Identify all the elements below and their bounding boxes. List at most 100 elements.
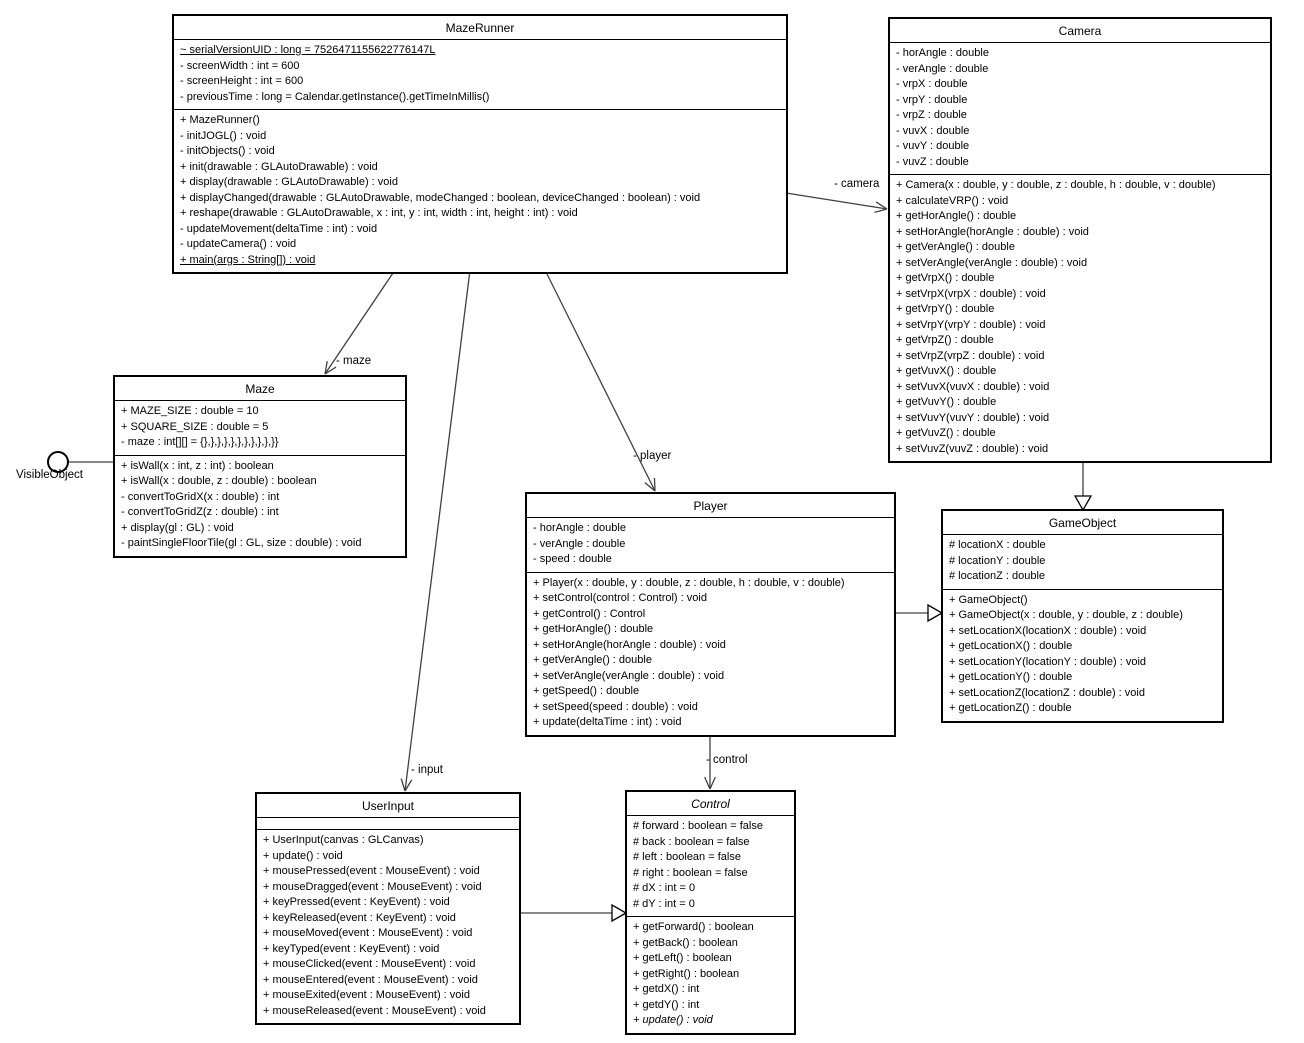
- attributes-compartment: # locationX : double# locationY : double…: [943, 535, 1222, 590]
- member-row: + MazeRunner(): [180, 114, 260, 126]
- edge-mazerunner-to-player: [544, 269, 656, 492]
- member-row: + setVuvY(vuvY : double) : void: [896, 411, 1050, 424]
- attributes-compartment: ~ serialVersionUID : long = 752647115562…: [174, 40, 786, 110]
- member-row: + update() : void: [263, 849, 343, 862]
- member-row: + getVuvY() : double: [896, 396, 997, 408]
- class-maze: Maze + MAZE_SIZE : double = 10+ SQUARE_S…: [113, 375, 407, 558]
- member-row: - updateMovement(deltaTime : int) : void: [180, 222, 378, 235]
- member-row: + getBack() : boolean: [633, 936, 738, 949]
- attributes-compartment: + MAZE_SIZE : double = 10 + SQUARE_SIZE :…: [115, 401, 405, 456]
- member-row: + mouseDragged(event : MouseEvent) : voi…: [263, 880, 482, 893]
- member-row: + setLocationY(locationY : double) : voi…: [949, 655, 1147, 668]
- member-row: - speed : double: [533, 553, 612, 565]
- member-row: - horAngle : double: [533, 522, 626, 534]
- member-row: # locationY : double: [949, 554, 1046, 567]
- attributes-compartment: - horAngle : double- verAngle : double- …: [890, 43, 1270, 175]
- member-row: + main(args : String[]) : void: [180, 253, 316, 266]
- member-row: + mouseExited(event : MouseEvent) : void: [263, 989, 470, 1001]
- member-row: + getForward() : boolean: [633, 921, 754, 933]
- member-row: + getdX() : int: [633, 983, 700, 995]
- association-label-player: - player: [633, 450, 672, 462]
- association-label-control: - control: [706, 754, 748, 766]
- member-row: + MAZE_SIZE : double = 10: [121, 405, 259, 417]
- member-row: + mouseReleased(event : MouseEvent) : vo…: [263, 1004, 486, 1017]
- member-row: - screenWidth : int = 600: [180, 59, 300, 72]
- member-row: # forward : boolean = false: [633, 820, 763, 832]
- member-row: # left : boolean = false: [633, 851, 741, 863]
- member-row: - maze : int[][] = {},},},},},},},},},},…: [121, 436, 279, 448]
- member-row: + Player(x : double, y : double, z : dou…: [533, 576, 845, 589]
- edge-camera-to-gameobject: [1073, 458, 1093, 512]
- member-row: - convertToGridX(x : double) : int: [121, 490, 280, 503]
- member-row: + mouseClicked(event : MouseEvent) : voi…: [263, 958, 476, 970]
- class-title-player: Player: [527, 494, 894, 518]
- member-row: + keyReleased(event : KeyEvent) : void: [263, 911, 456, 924]
- member-row: + Camera(x : double, y : double, z : dou…: [896, 179, 1216, 191]
- member-row: - vrpY : double: [896, 93, 968, 106]
- member-row: + getdY() : int: [633, 998, 700, 1011]
- member-row: + getVrpX() : double: [896, 272, 995, 284]
- attributes-compartment: - horAngle : double- verAngle : double- …: [527, 518, 894, 573]
- member-row: + getVerAngle() : double: [896, 241, 1015, 253]
- edge-player-to-gameobject: [893, 603, 944, 623]
- member-row: # dX : int = 0: [633, 882, 696, 894]
- member-row: + getLocationX() : double: [949, 640, 1073, 652]
- member-row: - paintSingleFloorTile(gl : GL, size : d…: [121, 537, 362, 549]
- attributes-compartment: # forward : boolean = false # back : bool…: [627, 816, 794, 917]
- methods-compartment: + getForward() : boolean + getBack() : bo…: [627, 917, 794, 1033]
- member-row: + getRight() : boolean: [633, 967, 740, 980]
- member-row: + setHorAngle(horAngle : double) : void: [896, 225, 1089, 238]
- class-gameobject: GameObject # locationX : double# locatio…: [941, 509, 1224, 723]
- member-row: + getLeft() : boolean: [633, 952, 732, 964]
- member-row: - previousTime : long = Calendar.getInst…: [180, 90, 490, 103]
- member-row: + getVrpY() : double: [896, 303, 995, 315]
- member-row: - updateCamera() : void: [180, 238, 297, 250]
- member-row: + getVuvZ() : double: [896, 427, 996, 439]
- member-row: + setVerAngle(verAngle : double) : void: [533, 669, 725, 682]
- methods-compartment: + isWall(x : int, z : int) : boolean+ is…: [115, 456, 405, 556]
- methods-compartment: + MazeRunner()- initJOGL() : void- initO…: [174, 110, 786, 272]
- class-title-mazerunner: MazeRunner: [174, 16, 786, 40]
- member-row: + setSpeed(speed : double) : void: [533, 700, 698, 713]
- member-row: ~ serialVersionUID : long = 752647115562…: [180, 44, 436, 56]
- member-row: + display(drawable : GLAutoDrawable) : v…: [180, 176, 398, 188]
- member-row: + getLocationY() : double: [949, 671, 1073, 683]
- class-mazerunner: MazeRunner ~ serialVersionUID : long = 7…: [172, 14, 788, 274]
- methods-compartment: + Camera(x : double, y : double, z : dou…: [890, 175, 1270, 461]
- member-row: - vrpZ : double: [896, 109, 967, 121]
- methods-compartment: + UserInput(canvas : GLCanvas)+ update()…: [257, 830, 519, 1023]
- member-row: + isWall(x : int, z : int) : boolean: [121, 459, 274, 472]
- member-row: # locationZ : double: [949, 570, 1046, 582]
- member-row: - horAngle : double: [896, 47, 989, 59]
- member-row: - convertToGridZ(z : double) : int: [121, 506, 279, 518]
- member-row: + getSpeed() : double: [533, 685, 640, 697]
- member-row: + getHorAngle() : double: [896, 210, 1017, 222]
- class-camera: Camera - horAngle : double- verAngle : d…: [888, 17, 1272, 463]
- member-row: + getHorAngle() : double: [533, 623, 654, 635]
- member-row: + mouseMoved(event : MouseEvent) : void: [263, 927, 473, 939]
- edge-mazerunner-to-camera: [785, 192, 888, 214]
- member-row: + getControl() : Control: [533, 607, 646, 620]
- member-row: + setVrpZ(vrpZ : double) : void: [896, 349, 1045, 362]
- interface-label-visibleobject: VisibleObject: [16, 469, 83, 481]
- member-row: + setVerAngle(verAngle : double) : void: [896, 256, 1088, 269]
- member-row: + display(gl : GL) : void: [121, 521, 234, 534]
- member-row: + setLocationX(locationX : double) : voi…: [949, 624, 1147, 637]
- attributes-compartment: [257, 818, 519, 830]
- class-userinput: UserInput + UserInput(canvas : GLCanvas)…: [255, 792, 521, 1025]
- class-title-camera: Camera: [890, 19, 1270, 43]
- member-row: + mouseEntered(event : MouseEvent) : voi…: [263, 973, 478, 986]
- member-row: + SQUARE_SIZE : double = 5: [121, 420, 269, 433]
- member-row: + update() : void: [633, 1014, 713, 1026]
- member-row: # back : boolean = false: [633, 835, 750, 848]
- association-label-camera: - camera: [834, 178, 880, 190]
- member-row: - vuvY : double: [896, 140, 970, 152]
- member-row: + reshape(drawable : GLAutoDrawable, x :…: [180, 207, 578, 219]
- member-row: + update(deltaTime : int) : void: [533, 716, 682, 728]
- member-row: + getVuvX() : double: [896, 365, 997, 377]
- edge-player-to-control: [704, 732, 716, 790]
- member-row: + init(drawable : GLAutoDrawable) : void: [180, 160, 378, 173]
- member-row: + getVerAngle() : double: [533, 654, 652, 666]
